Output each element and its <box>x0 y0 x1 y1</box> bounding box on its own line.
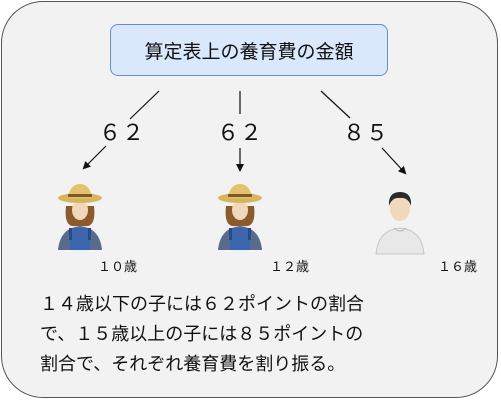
farmer-woman-icon <box>58 184 102 250</box>
description-text: １４歳以下の子には６２ポイントの割合 で、１５歳以上の子には８５ポイントの 割合… <box>40 290 470 380</box>
age-label-3: １６歳 <box>438 260 478 275</box>
title-label: 算定表上の養育費の金額 <box>144 40 354 63</box>
age-label-1: １０歳 <box>98 260 138 275</box>
man-icon <box>375 192 425 255</box>
connector-line-1 <box>129 90 160 120</box>
description-line-2: で、１５歳以上の子には８５ポイントの <box>40 324 364 345</box>
description-line-1: １４歳以下の子には６２ポイントの割合 <box>40 294 364 315</box>
farmer-woman-icon <box>218 184 262 250</box>
connector-line-3 <box>320 90 351 119</box>
age-label-2: １２歳 <box>270 260 310 275</box>
description-line-3: 割合で、それぞれ養育費を割り振る。 <box>40 354 346 375</box>
ratio-label-1: ６２ <box>99 121 146 146</box>
arrow-3 <box>381 147 407 175</box>
arrow-1 <box>82 145 107 170</box>
ratio-label-2: ６２ <box>217 121 264 146</box>
title-box: 算定表上の養育費の金額 <box>110 24 388 76</box>
ratio-label-3: ８５ <box>343 121 390 146</box>
